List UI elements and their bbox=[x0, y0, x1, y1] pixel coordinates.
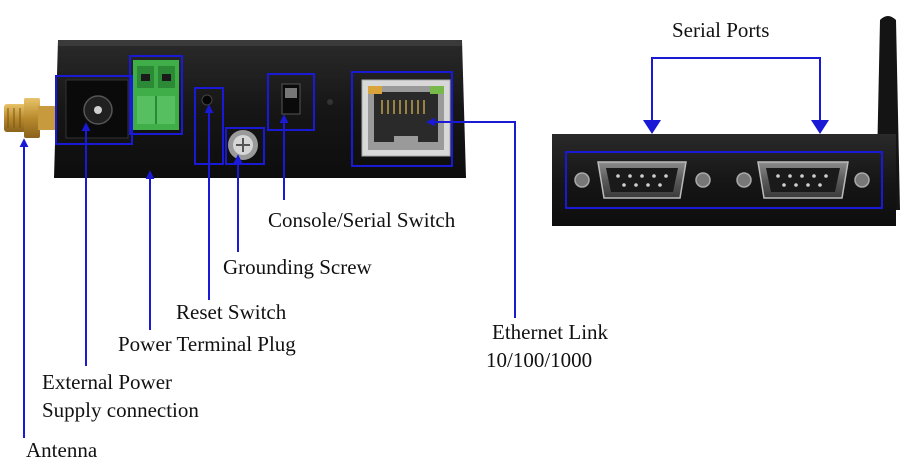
console-serial-switch bbox=[281, 83, 301, 115]
antenna-label: Antenna bbox=[26, 438, 98, 462]
power-terminal-plug-label: Power Terminal Plug bbox=[118, 332, 296, 356]
device-top-edge bbox=[58, 40, 462, 46]
reset-switch-label: Reset Switch bbox=[176, 300, 287, 324]
serial-port-2-arrowhead bbox=[811, 120, 829, 134]
grounding-screw-label: Grounding Screw bbox=[223, 255, 372, 279]
dc-power-jack bbox=[65, 79, 129, 139]
serial-ports-box bbox=[565, 151, 883, 209]
grounding-screw-box bbox=[225, 127, 265, 165]
serial-port-1-arrowhead bbox=[643, 120, 661, 134]
router-front-panel bbox=[4, 40, 466, 178]
antenna-connector bbox=[4, 98, 56, 138]
ethernet-box bbox=[351, 71, 453, 167]
power-terminal-plug bbox=[133, 60, 179, 130]
console-serial-switch-label: Console/Serial Switch bbox=[268, 208, 456, 232]
serial-port-1 bbox=[574, 161, 711, 199]
grounding-screw bbox=[228, 130, 258, 160]
status-led bbox=[327, 99, 333, 105]
serial-ports-bracket bbox=[651, 57, 821, 132]
serial-ports-label: Serial Ports bbox=[672, 18, 770, 42]
ethernet-port bbox=[361, 79, 451, 157]
external-power-label-line2: Supply connection bbox=[42, 398, 199, 422]
reset-switch-hole bbox=[201, 94, 213, 106]
callout-lines bbox=[19, 57, 821, 438]
callout-boxes bbox=[55, 55, 883, 209]
serial-port-2 bbox=[736, 161, 870, 199]
power-terminal-box bbox=[129, 55, 183, 135]
external-power-label-line1: External Power bbox=[42, 370, 173, 394]
ethernet-link-label: Ethernet Link bbox=[492, 320, 609, 344]
ethernet-leader bbox=[426, 117, 516, 318]
ethernet-speed-label: 10/100/1000 bbox=[486, 348, 593, 372]
external-power-box bbox=[55, 75, 133, 145]
console-switch-box bbox=[267, 73, 315, 131]
serial-ports-arrowheads bbox=[643, 120, 829, 134]
router-back-panel bbox=[552, 16, 900, 226]
